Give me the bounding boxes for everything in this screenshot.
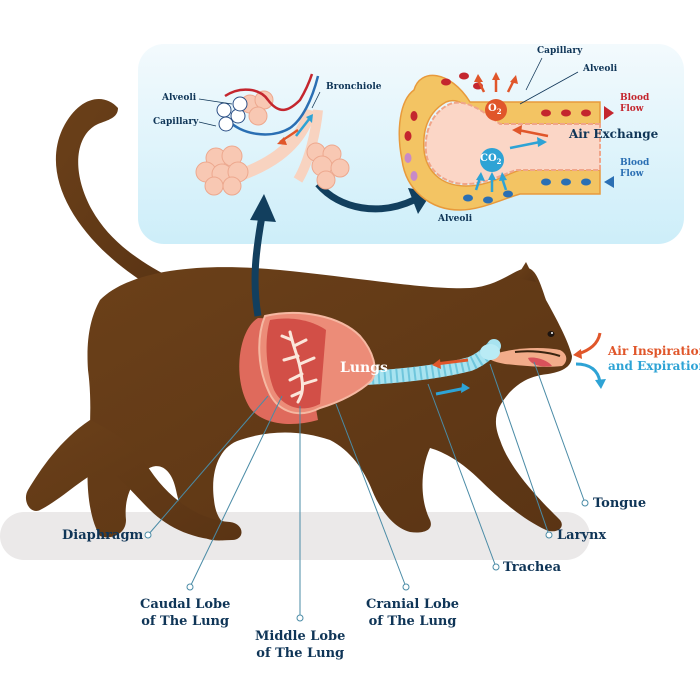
capillary-wall [398, 74, 601, 211]
capillary-red [224, 73, 314, 111]
inset-alveoli-label: Alveoli [162, 93, 197, 103]
cat-tail [55, 98, 175, 280]
exchange-alveoli-label: Alveoli [583, 64, 618, 74]
cat-hind-leg [25, 420, 242, 541]
tongue-label: Tongue [593, 496, 647, 511]
inset-capillary-label: Capillary [153, 117, 199, 127]
lungs-label: Lungs [340, 360, 388, 376]
trachea-label: Trachea [503, 560, 562, 575]
inset-bronchiole-label: Bronchiole [326, 82, 382, 92]
bronchial-tree [280, 330, 318, 404]
alveoli-cluster-right [306, 142, 350, 190]
bronchiole-illustration [195, 73, 350, 196]
lungs-organ [239, 311, 376, 424]
leader-lines [147, 361, 586, 618]
leader-dots [144, 499, 589, 622]
capillary-mesh [216, 96, 248, 132]
capillary-blue [227, 75, 320, 136]
ground-shadow [0, 512, 590, 560]
cat-ear [516, 262, 536, 282]
zoom-arrow-up [251, 215, 266, 317]
co2-bubble [480, 148, 504, 172]
blue-blood-cells [463, 178, 591, 204]
exchange-bottom-alveoli-label: Alveoli [438, 214, 473, 224]
cat-tongue [528, 357, 552, 367]
larynx-label: Larynx [557, 528, 607, 543]
inspiration-arrow-orange [435, 358, 469, 366]
exchange-capillary-label: Capillary [537, 46, 583, 56]
cat-head-details [488, 331, 567, 367]
caudal-lobe-shade [266, 318, 326, 409]
cat-eye [547, 331, 555, 337]
o2-label: O2 [488, 103, 502, 116]
air-exchange-label: Air Exchange [569, 127, 659, 141]
o2-bubble [485, 99, 507, 121]
purple-blood-cells [404, 153, 418, 181]
alveolus-exchange-illustration [398, 57, 614, 211]
alveoli-cluster-top [240, 90, 274, 126]
trachea-tube [359, 339, 501, 385]
red-blood-cells [404, 72, 591, 141]
co2-label: CO2 [480, 153, 502, 166]
air-out-arrow [575, 362, 602, 383]
air-in-arrow [577, 332, 602, 356]
blood-flow-out-arrow [604, 106, 614, 120]
air-inspiration-label: Air Inspiration [608, 344, 700, 358]
expiration-arrow-blue [435, 386, 467, 396]
alveoli-cluster-left [195, 145, 249, 196]
diaphragm-label: Diaphragm [62, 528, 144, 543]
blood-flow-in-arrow [604, 176, 614, 188]
air-expiration-label: and Expiration [608, 359, 700, 373]
zoom-arrow-right [315, 181, 416, 213]
